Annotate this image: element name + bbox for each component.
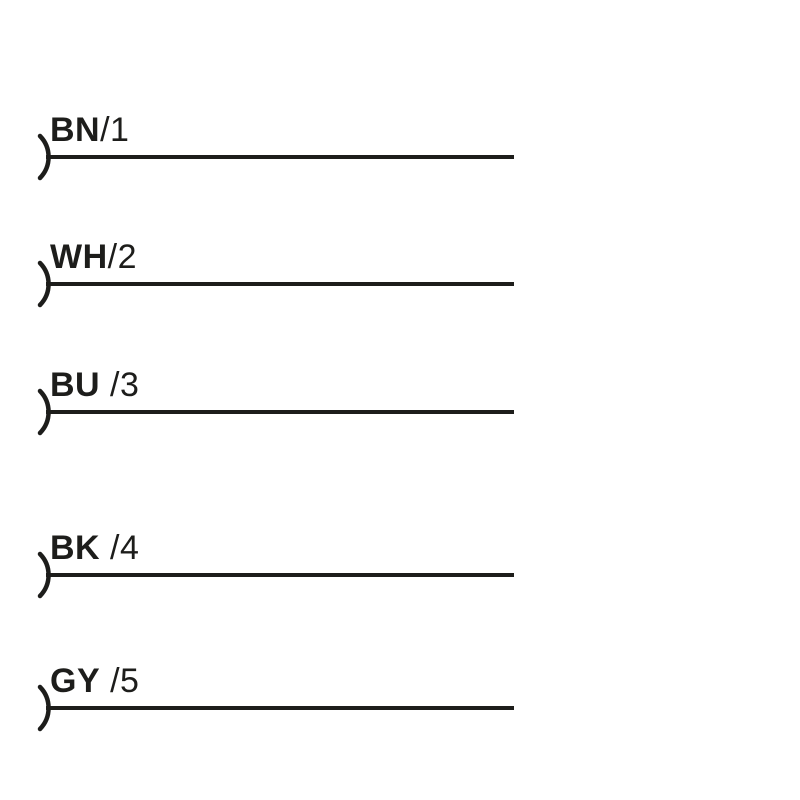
wire-pin-number: /4 [100,529,140,567]
wire-pin-number: /5 [100,662,140,700]
wire-label: WH/2 [50,240,137,274]
wire-label: BN/1 [50,113,129,147]
wire-color-code: BN [50,111,101,149]
wire-color-code: BK [50,529,101,567]
wire-color-code: WH [50,238,108,276]
wire-pin-number: /3 [100,366,140,404]
wire-line [46,410,514,414]
wire-line [46,282,514,286]
wire-pin-number: /2 [107,238,138,276]
wire-pin-number: /1 [100,111,130,149]
wire-color-code: BU [50,366,101,404]
wire-label: BK /4 [50,531,139,565]
wire-label: BU /3 [50,368,139,402]
wire-line [46,573,514,577]
wire-line [46,155,514,159]
wire-line [46,706,514,710]
wire-label: GY /5 [50,664,139,698]
wire-color-code: GY [50,662,101,700]
